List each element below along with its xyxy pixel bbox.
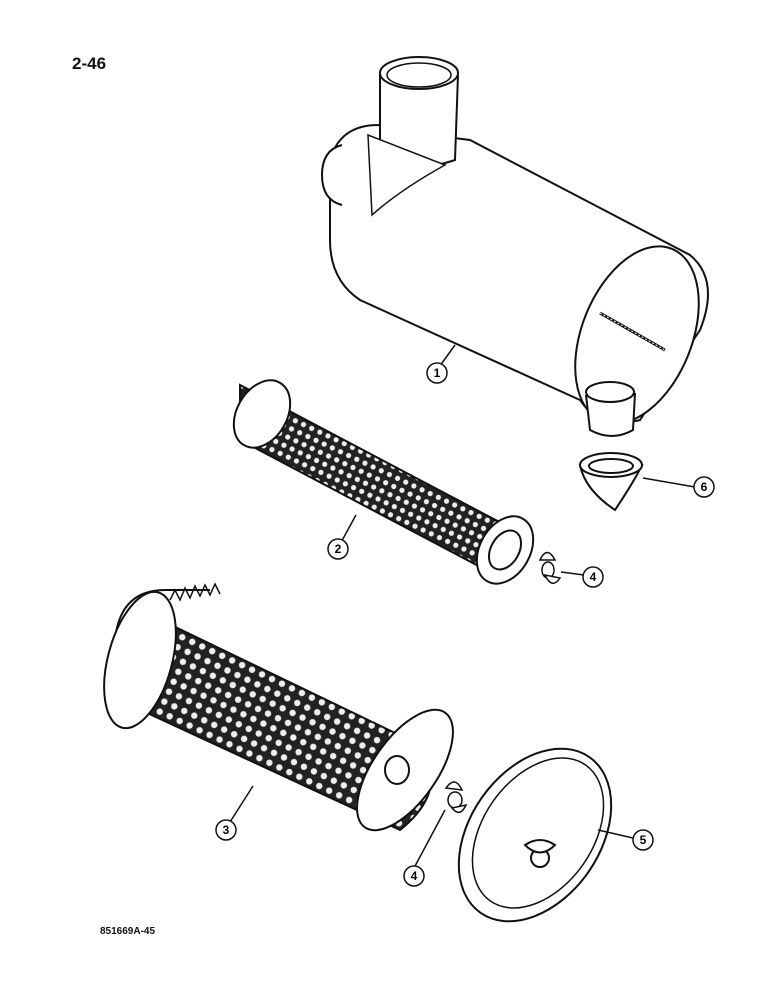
page-number: 2-46 [72,54,107,73]
callout-3: 3 [215,819,237,841]
callout-1: 1 [426,362,448,384]
callout-4b: 4 [403,865,425,887]
callout-6-label: 6 [701,480,708,494]
callout-1-label: 1 [434,366,441,380]
callout-4b-label: 4 [411,869,418,883]
inner-filter-element [232,379,535,585]
leader-lines [229,344,696,869]
dust-valve [578,452,644,512]
figure-code: 851669A-45 [100,926,156,937]
wing-nut-inner [538,551,562,584]
callout-5-label: 5 [640,833,647,847]
wing-nut-outer [444,781,468,814]
callout-4a: 4 [582,566,604,588]
callout-2: 2 [327,538,349,560]
outer-filter-element [103,582,454,832]
callout-2-label: 2 [335,542,342,556]
air-cleaner-housing [320,56,709,437]
callout-6: 6 [693,476,715,498]
end-cover [457,747,613,923]
callout-3-label: 3 [223,823,230,837]
callout-4a-label: 4 [590,570,597,584]
callout-5: 5 [632,829,654,851]
